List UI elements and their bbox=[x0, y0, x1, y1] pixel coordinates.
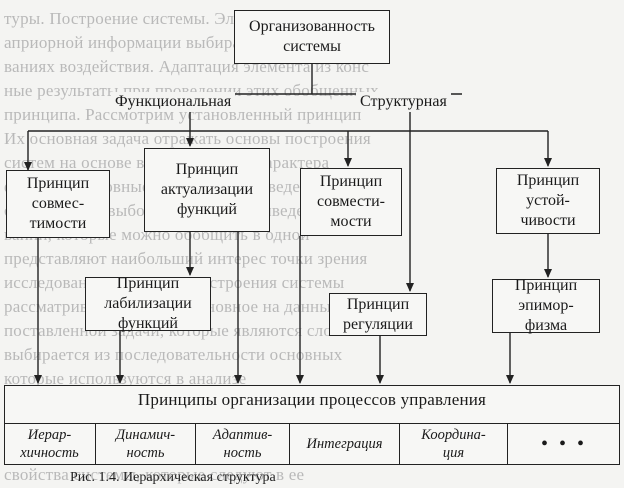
management-principles-title: Принципы организации процессов управлени… bbox=[137, 390, 487, 409]
node-principle-compatibility-text: Принцип совмес- тимости bbox=[26, 175, 90, 232]
node-principle-stability: Принцип устой- чивости bbox=[496, 168, 600, 234]
node-principle-stabilization: Принцип лабилизации функций bbox=[85, 275, 211, 332]
node-principle-regulation: Принцип регуляции bbox=[329, 293, 427, 336]
node-principle-stabilization-text: Принцип лабилизации функций bbox=[104, 275, 192, 332]
background-text-line: свойства системы, которые следуют в ее bbox=[4, 465, 305, 484]
sub-principle-text: Координа- ция bbox=[421, 427, 486, 461]
node-principle-epimorphism: Принцип эпимор- физма bbox=[492, 277, 600, 334]
node-root-text: Организованность системы bbox=[249, 18, 375, 55]
sub-principle-cell: Динамич- ность bbox=[96, 424, 196, 464]
node-principle-compatibility: Принцип совмес- тимости bbox=[6, 170, 110, 238]
node-principle-commensurability-text: Принцип совмести- мости bbox=[317, 173, 385, 230]
background-text-line: выбирается из последовательности основны… bbox=[4, 345, 343, 364]
node-root: Организованность системы bbox=[234, 10, 390, 64]
background-text-line: ные результаты при проведении этих обобщ… bbox=[4, 81, 379, 100]
figure-caption: Рис. 1.4. Иерархическая структура bbox=[70, 470, 276, 485]
node-management-principles: Принципы организации процессов управлени… bbox=[4, 385, 620, 465]
label-structural: Структурная bbox=[356, 92, 451, 112]
node-principle-epimorphism-text: Принцип эпимор- физма bbox=[514, 277, 578, 334]
sub-principle-text: Динамич- ность bbox=[115, 427, 176, 461]
background-text-line: принципа. Рассмотрим установленный принц… bbox=[4, 105, 362, 124]
sub-principle-text: • • • bbox=[540, 433, 587, 455]
sub-principle-cell: Интеграция bbox=[290, 424, 400, 464]
sub-principle-cell: • • • bbox=[508, 424, 620, 464]
node-principle-commensurability: Принцип совмести- мости bbox=[300, 168, 402, 236]
sub-principles-divider bbox=[4, 423, 620, 424]
sub-principle-text: Интеграция bbox=[306, 436, 383, 452]
sub-principle-cell: Иерар- хичность bbox=[4, 424, 96, 464]
label-functional: Функциональная bbox=[111, 92, 236, 112]
sub-principle-text: Иерар- хичность bbox=[20, 427, 79, 461]
sub-principle-cell: Адаптив- ность bbox=[196, 424, 290, 464]
node-principle-actualization-text: Принцип актуализации функций bbox=[160, 161, 254, 218]
node-principle-regulation-text: Принцип регуляции bbox=[343, 295, 413, 333]
sub-principle-cell: Координа- ция bbox=[400, 424, 508, 464]
node-principle-stability-text: Принцип устой- чивости bbox=[516, 172, 580, 229]
background-text-line: которые используются в анализе bbox=[4, 369, 247, 388]
node-principle-actualization: Принцип актуализации функций bbox=[144, 148, 270, 232]
sub-principle-text: Адаптив- ность bbox=[212, 427, 273, 461]
background-text-line: представляют наибольший интерес точки зр… bbox=[4, 249, 368, 268]
